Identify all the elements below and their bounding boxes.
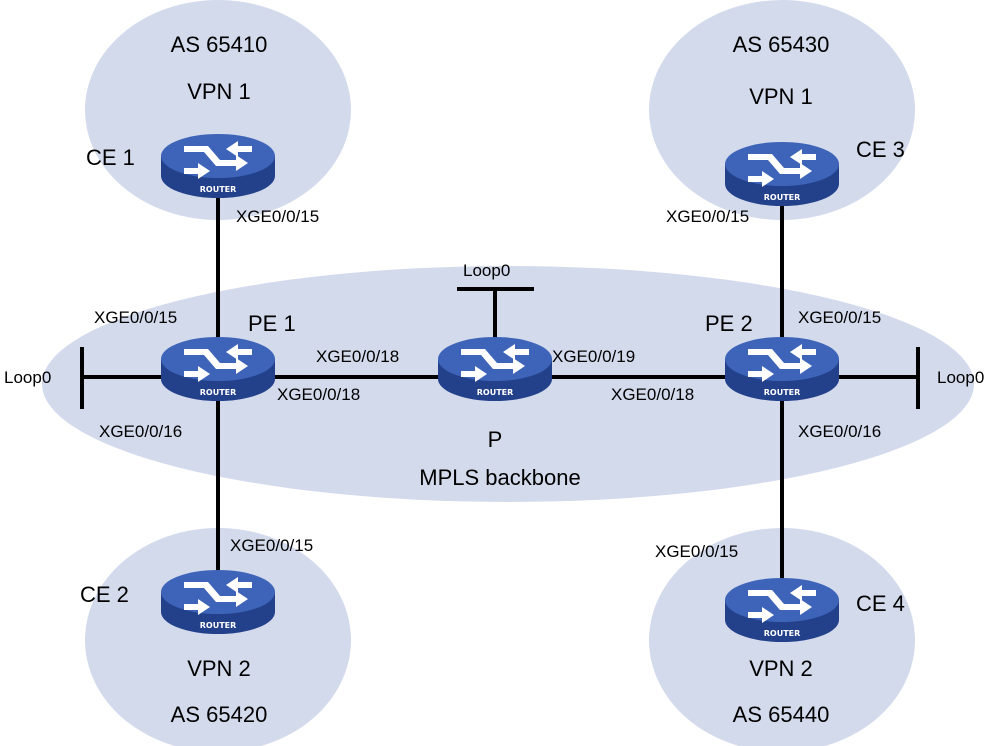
- router-ce1[interactable]: ROUTER: [161, 134, 275, 198]
- iface-pe2-left: XGE0/0/18: [611, 385, 694, 404]
- iface-ce1-down: XGE0/0/15: [236, 207, 319, 226]
- site2-cloud: [85, 528, 351, 746]
- router-ce4[interactable]: ROUTER: [725, 578, 839, 642]
- pe1-loopback-stub: [80, 347, 165, 409]
- router-name-ce1: CE 1: [86, 145, 135, 170]
- router-badge: ROUTER: [200, 621, 237, 630]
- router-badge: ROUTER: [764, 388, 801, 397]
- pe2-loopback-stub: [835, 347, 920, 409]
- site1-as-label: AS 65410: [171, 32, 268, 57]
- router-name-ce4: CE 4: [856, 591, 905, 616]
- router-name-pe2: PE 2: [705, 311, 753, 336]
- loopback-label-pe2: Loop0: [937, 368, 984, 387]
- router-name-pe1: PE 1: [248, 311, 296, 336]
- iface-pe1-right: XGE0/0/18: [277, 385, 360, 404]
- router-name-p: P: [488, 427, 503, 452]
- router-ce2[interactable]: ROUTER: [161, 570, 275, 634]
- site3-as-label: AS 65430: [733, 32, 830, 57]
- iface-pe2-down: XGE0/0/16: [798, 422, 881, 441]
- router-icon: ROUTER: [725, 142, 839, 206]
- site2-as-label: AS 65420: [171, 702, 268, 727]
- router-badge: ROUTER: [200, 185, 237, 194]
- router-badge: ROUTER: [764, 193, 801, 202]
- router-icon: ROUTER: [161, 337, 275, 401]
- site3-vpn-label: VPN 1: [749, 84, 813, 109]
- iface-p-left: XGE0/0/18: [316, 347, 399, 366]
- iface-p-right: XGE0/0/19: [552, 347, 635, 366]
- loopback-label-pe1: Loop0: [4, 368, 51, 387]
- router-pe1[interactable]: ROUTER: [161, 337, 275, 401]
- router-badge: ROUTER: [200, 388, 237, 397]
- router-icon: ROUTER: [161, 134, 275, 198]
- router-icon: ROUTER: [161, 570, 275, 634]
- iface-ce2-up: XGE0/0/15: [230, 536, 313, 555]
- site3-cloud: [649, 0, 915, 220]
- iface-ce3-down: XGE0/0/15: [666, 207, 749, 226]
- router-name-ce3: CE 3: [856, 137, 905, 162]
- router-p[interactable]: ROUTER: [438, 337, 552, 401]
- iface-pe2-up: XGE0/0/15: [798, 308, 881, 327]
- site4-vpn-label: VPN 2: [749, 656, 813, 681]
- loopback-label-p: Loop0: [463, 261, 510, 280]
- router-icon: ROUTER: [725, 337, 839, 401]
- site4-as-label: AS 65440: [733, 702, 830, 727]
- router-badge: ROUTER: [477, 388, 514, 397]
- iface-ce4-up: XGE0/0/15: [655, 542, 738, 561]
- backbone-label: MPLS backbone: [419, 465, 580, 490]
- iface-pe1-up: XGE0/0/15: [94, 308, 177, 327]
- site1-cloud: [85, 0, 351, 220]
- router-ce3[interactable]: ROUTER: [725, 142, 839, 206]
- router-pe2[interactable]: ROUTER: [725, 337, 839, 401]
- site1-vpn-label: VPN 1: [187, 79, 251, 104]
- iface-pe1-down: XGE0/0/16: [99, 422, 182, 441]
- router-badge: ROUTER: [764, 629, 801, 638]
- router-name-ce2: CE 2: [80, 582, 129, 607]
- router-icon: ROUTER: [725, 578, 839, 642]
- router-icon: ROUTER: [438, 337, 552, 401]
- site2-vpn-label: VPN 2: [187, 656, 251, 681]
